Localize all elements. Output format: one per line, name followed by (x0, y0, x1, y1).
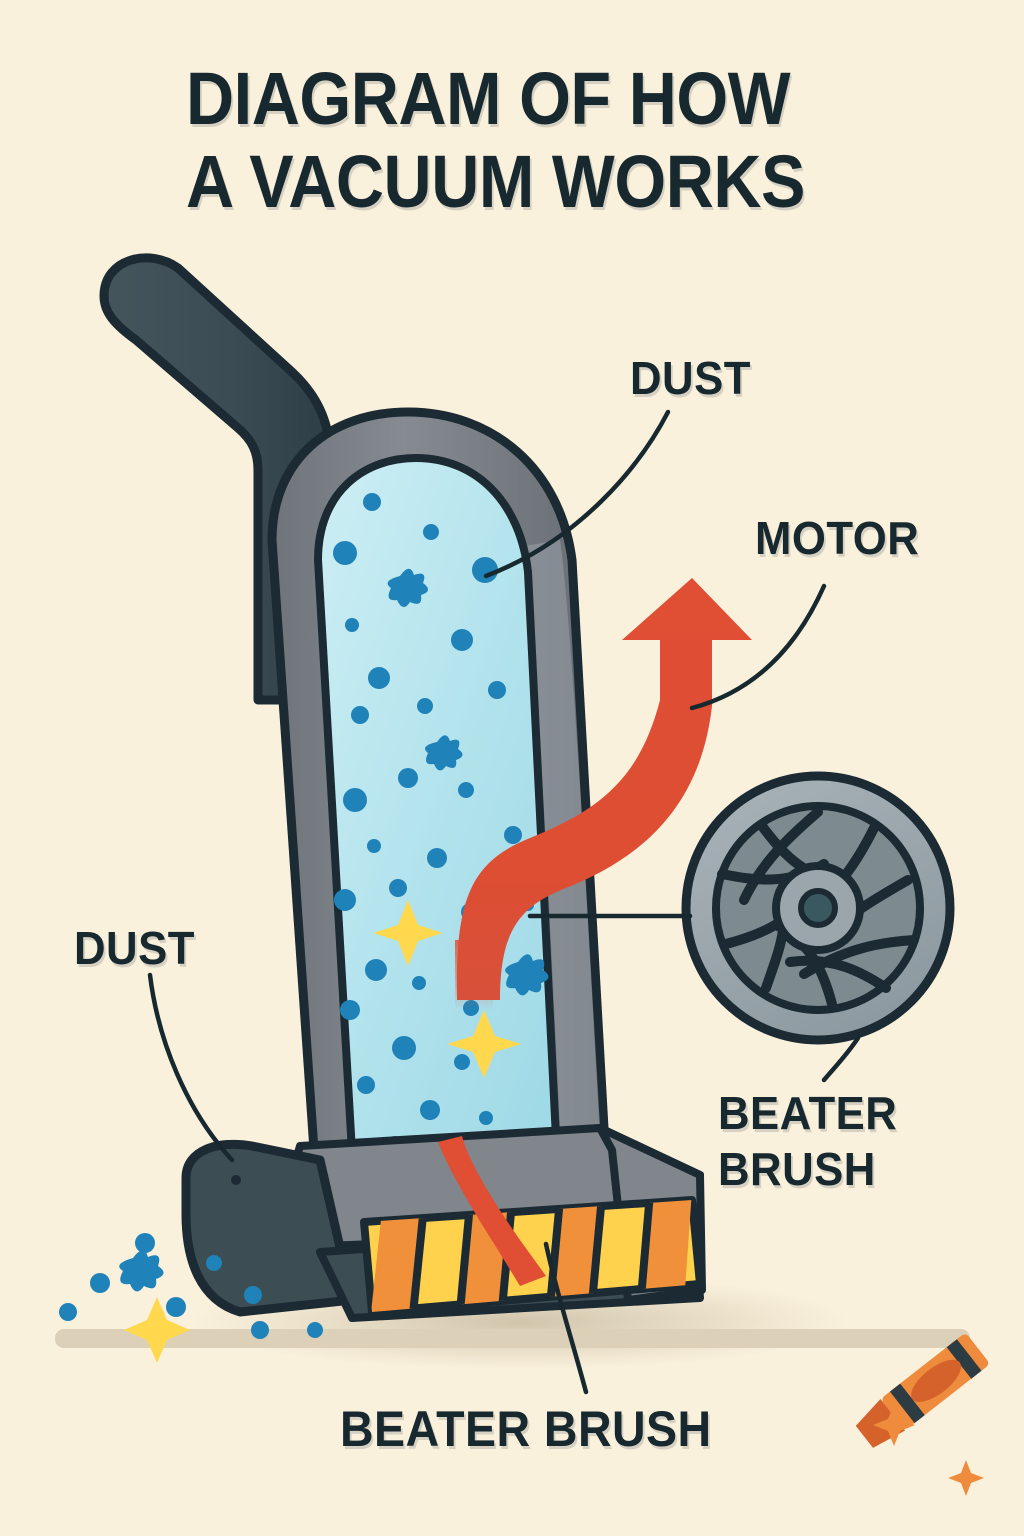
beater-right-line-1: BEATER (718, 1087, 898, 1139)
leader-dust-left (147, 972, 235, 1163)
crayon-sparkles (873, 1404, 984, 1496)
label-beater-brush-bottom: BEATER BRUSH (340, 1401, 712, 1457)
leader-dust-top (483, 409, 671, 579)
dust-specks-chamber (333, 493, 549, 1154)
airflow-arrow (455, 578, 752, 1010)
beater-brush-roller (360, 1196, 704, 1316)
beater-right-line-2: BRUSH (718, 1143, 876, 1196)
floor-dust-specks (59, 1233, 323, 1339)
title-line-1: DIAGRAM OF HOW (186, 57, 791, 140)
floor-sparkle-star (124, 1297, 190, 1363)
leader-lines (147, 409, 861, 1395)
sparkle-stars-chamber (373, 900, 521, 1078)
motor-fan (681, 771, 955, 1045)
floor-line (55, 1329, 970, 1348)
title-line-2: A VACUUM WORKS (186, 139, 805, 223)
label-motor: MOTOR (755, 512, 920, 564)
leader-beater-bottom (543, 1241, 589, 1395)
leader-motor (689, 583, 827, 711)
label-dust-top: DUST (630, 352, 751, 404)
leader-beater-right (821, 1035, 861, 1083)
airflow-arrow-intake (438, 1136, 546, 1286)
label-dust-left: DUST (74, 922, 195, 974)
